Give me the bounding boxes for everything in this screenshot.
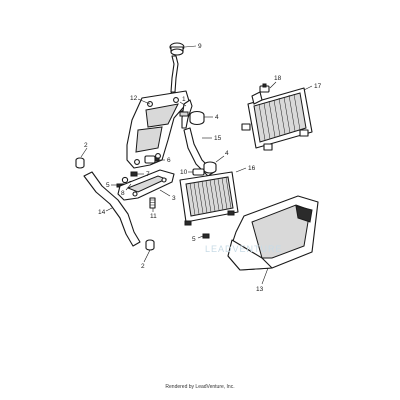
callout-7: 7 xyxy=(146,171,150,178)
callouts: 9 12 1 4 15 2 6 7 5 8 3 14 11 2 10 4 16 … xyxy=(84,43,322,293)
part-radiator-16 xyxy=(179,171,239,226)
callout-10: 10 xyxy=(180,169,188,176)
part-grommet-4a xyxy=(189,110,205,126)
callout-4a: 4 xyxy=(215,114,219,121)
callout-11: 11 xyxy=(150,213,157,220)
part-fastener-7 xyxy=(130,171,138,177)
callout-16: 16 xyxy=(248,165,256,172)
callout-5b: 5 xyxy=(192,236,196,243)
callout-3: 3 xyxy=(172,195,176,202)
callout-14: 14 xyxy=(98,209,106,216)
callout-9: 9 xyxy=(198,43,202,50)
cooler-fins xyxy=(258,93,301,141)
part-clip-18 xyxy=(259,83,270,93)
part-plug-2a xyxy=(75,157,85,169)
part-bolt-11 xyxy=(149,197,156,209)
callout-18: 18 xyxy=(274,75,282,82)
part-bolt-5b xyxy=(202,233,210,239)
callout-8: 8 xyxy=(121,190,125,197)
part-grommet-4b xyxy=(203,161,217,174)
part-cap-9 xyxy=(169,42,185,56)
leader-lines xyxy=(80,45,313,285)
part-cooler-17 xyxy=(241,87,313,151)
callout-12: 12 xyxy=(130,95,138,102)
footer-credit: Rendered by LeadVenture, Inc. xyxy=(165,384,235,390)
callout-6: 6 xyxy=(167,157,171,164)
callout-5a: 5 xyxy=(106,182,110,189)
part-shroud-13 xyxy=(227,195,319,271)
callout-1: 1 xyxy=(182,96,186,103)
part-hose-14 xyxy=(83,171,141,247)
part-fitting-6 xyxy=(144,155,160,164)
radiator-fins xyxy=(189,176,232,216)
callout-15: 15 xyxy=(214,135,222,142)
callout-2a: 2 xyxy=(84,142,88,149)
part-bracket-12 xyxy=(126,90,190,169)
callout-13: 13 xyxy=(256,286,264,293)
part-plug-2b xyxy=(145,239,155,251)
callout-2b: 2 xyxy=(141,263,145,270)
part-hose-1 xyxy=(179,99,193,129)
part-tray-3 xyxy=(117,169,175,201)
callout-4b: 4 xyxy=(225,150,229,157)
part-connector-10 xyxy=(192,168,205,176)
callout-17: 17 xyxy=(314,83,322,90)
watermark-text: LEADVENTURE xyxy=(205,244,283,254)
